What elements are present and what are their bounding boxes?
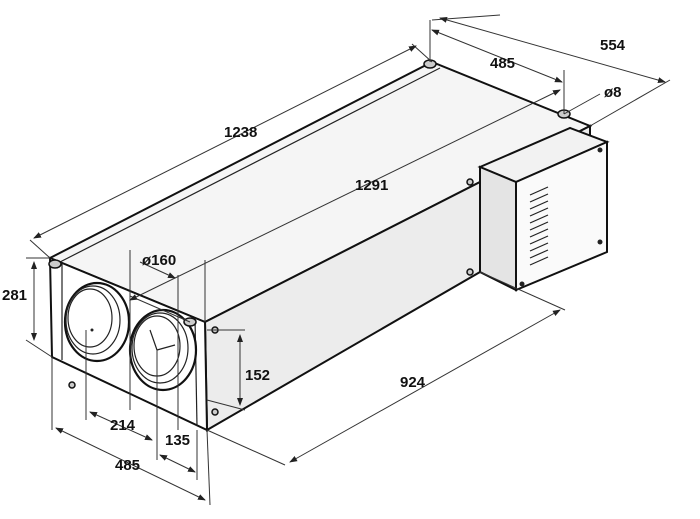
dim-152: 152: [245, 367, 270, 384]
dim-135: 135: [165, 432, 190, 449]
dim-924: 924: [400, 374, 426, 391]
dimension-lines: [25, 14, 671, 506]
dim-1238: 1238: [224, 124, 257, 141]
dim-485-front: 485: [115, 457, 140, 474]
dim-1291: 1291: [355, 177, 388, 194]
dim-214: 214: [110, 417, 136, 434]
dim-485-top: 485: [490, 55, 515, 72]
dim-554: 554: [600, 37, 626, 54]
dim-mount-hole: ø8: [604, 84, 622, 101]
dim-281: 281: [2, 287, 27, 304]
duct-left: [63, 281, 131, 363]
dim-duct-diameter: ø160: [142, 252, 176, 269]
